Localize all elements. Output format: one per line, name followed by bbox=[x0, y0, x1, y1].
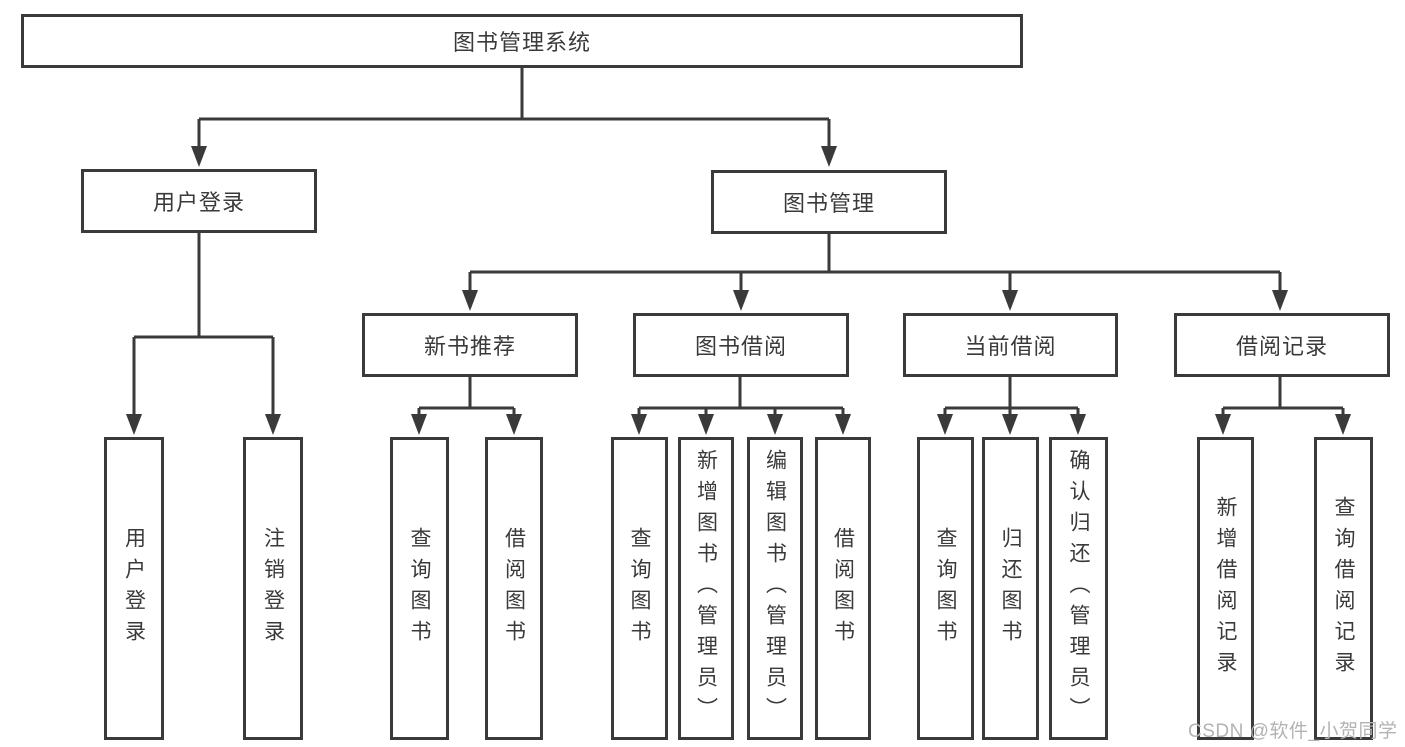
leaf-borrow-books-recommend: 借阅图书 bbox=[485, 437, 543, 740]
arrow-down-icon bbox=[821, 146, 837, 167]
leaf-query-borrow-record: 查询借阅记录 bbox=[1314, 437, 1373, 740]
arrow-down-icon bbox=[1002, 290, 1018, 311]
arrow-down-icon bbox=[733, 290, 749, 311]
leaf-confirm-return-admin: 确认归还（管理员） bbox=[1049, 437, 1108, 740]
arrow-down-icon bbox=[265, 414, 281, 435]
node-borrow-records: 借阅记录 bbox=[1174, 313, 1390, 377]
node-label: 用户登录 bbox=[152, 190, 245, 215]
connector-lines bbox=[132, 68, 1345, 418]
leaf-borrow-books: 借阅图书 bbox=[815, 437, 871, 740]
arrow-down-icon bbox=[1002, 414, 1018, 435]
leaf-label: 新增图书（管理员） bbox=[694, 449, 718, 728]
node-current-borrow: 当前借阅 bbox=[903, 313, 1118, 377]
arrow-down-icon bbox=[1335, 414, 1351, 435]
leaf-query-books-borrow: 查询图书 bbox=[611, 437, 668, 740]
node-new-book-recommend: 新书推荐 bbox=[362, 313, 578, 377]
arrow-down-icon bbox=[937, 414, 953, 435]
node-label: 当前借阅 bbox=[964, 334, 1057, 359]
leaf-edit-books-admin: 编辑图书（管理员） bbox=[747, 437, 803, 740]
arrow-down-icon bbox=[411, 414, 427, 435]
arrow-down-icon bbox=[1070, 414, 1086, 435]
node-label: 图书管理 bbox=[782, 191, 875, 216]
node-book-borrow: 图书借阅 bbox=[633, 313, 849, 377]
leaf-label: 查询图书 bbox=[628, 526, 651, 651]
leaf-label: 注销登录 bbox=[261, 526, 285, 651]
node-book-management: 图书管理 bbox=[711, 170, 947, 234]
arrow-down-icon bbox=[1215, 414, 1231, 435]
leaf-query-books-recommend: 查询图书 bbox=[390, 437, 449, 740]
leaf-label: 查询图书 bbox=[408, 526, 431, 651]
node-label: 图书管理系统 bbox=[452, 30, 591, 55]
arrow-down-icon bbox=[767, 414, 783, 435]
leaf-label: 确认归还（管理员） bbox=[1067, 449, 1090, 728]
node-user-login: 用户登录 bbox=[81, 169, 317, 233]
leaf-label: 归还图书 bbox=[999, 526, 1022, 651]
arrow-down-icon bbox=[631, 414, 647, 435]
leaf-label: 借阅图书 bbox=[831, 526, 855, 651]
leaf-return-books: 归还图书 bbox=[982, 437, 1039, 740]
node-label: 新书推荐 bbox=[423, 334, 516, 359]
arrow-down-icon bbox=[126, 414, 142, 435]
arrowheads bbox=[126, 146, 1351, 435]
leaf-label: 用户登录 bbox=[122, 526, 146, 651]
leaf-add-books-admin: 新增图书（管理员） bbox=[678, 437, 734, 740]
arrow-down-icon bbox=[462, 290, 478, 311]
arrow-down-icon bbox=[1272, 290, 1288, 311]
watermark: CSDN @软件_小贺同学 bbox=[1188, 721, 1398, 742]
arrow-down-icon bbox=[506, 414, 522, 435]
leaf-add-borrow-record: 新增借阅记录 bbox=[1197, 437, 1254, 740]
leaf-label: 查询图书 bbox=[934, 526, 957, 651]
arrow-down-icon bbox=[698, 414, 714, 435]
node-label: 借阅记录 bbox=[1235, 334, 1328, 359]
leaf-label: 查询借阅记录 bbox=[1332, 495, 1355, 682]
node-root-system: 图书管理系统 bbox=[21, 14, 1023, 68]
node-label: 图书借阅 bbox=[694, 334, 787, 359]
leaf-label: 新增借阅记录 bbox=[1214, 495, 1237, 682]
leaf-label: 编辑图书（管理员） bbox=[763, 449, 787, 728]
leaf-logout: 注销登录 bbox=[243, 437, 303, 740]
leaf-query-books-current: 查询图书 bbox=[917, 437, 974, 740]
arrow-down-icon bbox=[191, 146, 207, 167]
leaf-user-login: 用户登录 bbox=[104, 437, 164, 740]
arrow-down-icon bbox=[835, 414, 851, 435]
leaf-label: 借阅图书 bbox=[502, 526, 526, 651]
